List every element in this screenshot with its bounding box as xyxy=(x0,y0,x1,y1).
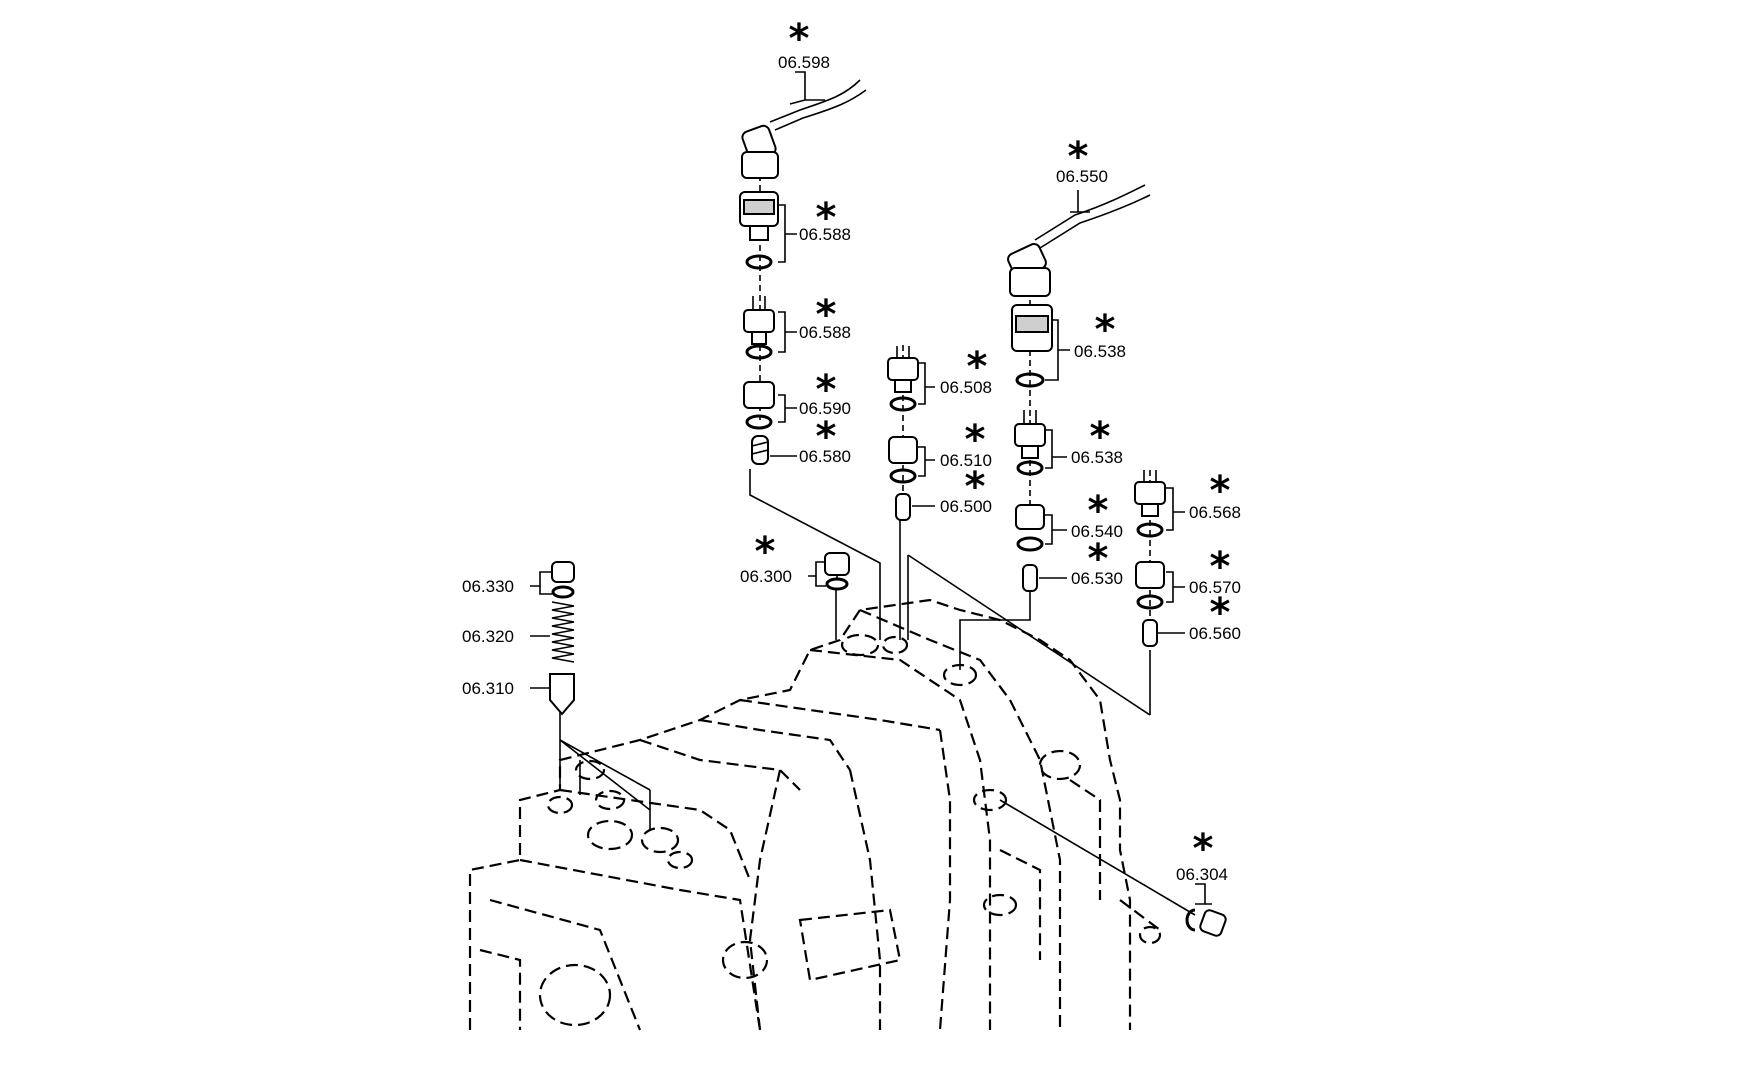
asterisk-mark: * xyxy=(967,344,988,390)
asterisk-mark: * xyxy=(816,414,837,460)
part-number-label: 06.588 xyxy=(799,323,851,342)
callout-06-590: * 06.590 xyxy=(799,367,851,418)
part-number-label: 06.580 xyxy=(799,447,851,466)
transmission-housing xyxy=(468,598,1162,1031)
part-number-label: 06.330 xyxy=(462,577,514,596)
asterisk-mark: * xyxy=(1210,544,1231,590)
callout-06-510: * 06.510 xyxy=(940,417,992,470)
part-plug-300 xyxy=(824,552,850,591)
callout-06-580: * 06.580 xyxy=(799,414,851,466)
part-number-label: 06.538 xyxy=(1071,448,1123,467)
leader-lines xyxy=(530,71,1212,905)
callout-06-550: * 06.550 xyxy=(1056,134,1108,186)
callout-06-304: * 06.304 xyxy=(1176,826,1228,884)
asterisk-mark: * xyxy=(965,464,986,510)
part-plug-330 xyxy=(551,561,575,599)
callout-06-300: * 06.300 xyxy=(740,529,792,586)
connection-lines xyxy=(559,175,1196,916)
callout-06-588-a: * 06.588 xyxy=(799,195,851,244)
part-sensor-538-upper xyxy=(1011,304,1053,388)
asterisk-mark: * xyxy=(1210,468,1231,514)
asterisk-mark: * xyxy=(816,367,837,413)
callout-06-500: * 06.500 xyxy=(940,464,992,516)
asterisk-mark: * xyxy=(755,529,776,575)
part-number-label: 06.598 xyxy=(778,53,830,72)
part-number-label: 06.320 xyxy=(462,627,514,646)
part-number-label: 06.500 xyxy=(940,497,992,516)
callout-06-330: 06.330 xyxy=(462,577,514,596)
callout-06-598: * 06.598 xyxy=(778,16,830,72)
callout-06-560: * 06.560 xyxy=(1189,590,1241,643)
part-pin-580 xyxy=(751,435,769,465)
asterisk-mark: * xyxy=(789,16,810,62)
part-number-label: 06.550 xyxy=(1056,167,1108,186)
part-number-label: 06.568 xyxy=(1189,503,1241,522)
part-pin-560 xyxy=(1142,619,1158,647)
part-sensor-588-lower xyxy=(743,296,775,360)
asterisk-mark: * xyxy=(1193,826,1214,872)
part-spring-320 xyxy=(551,601,575,663)
asterisk-mark: * xyxy=(816,195,837,241)
asterisk-mark: * xyxy=(1095,307,1116,353)
callout-06-538-b: * 06.538 xyxy=(1071,414,1123,467)
part-plug-570 xyxy=(1135,561,1165,610)
part-number-label: 06.304 xyxy=(1176,865,1228,884)
part-number-label: 06.538 xyxy=(1074,342,1126,361)
callout-06-538-a: * 06.538 xyxy=(1074,307,1126,361)
part-pin-500 xyxy=(895,493,911,521)
part-number-label: 06.570 xyxy=(1189,578,1241,597)
asterisk-mark: * xyxy=(816,292,837,338)
callout-labels: * 06.598 * 06.588 * 06.588 * 06.590 * 06… xyxy=(462,16,1241,884)
part-cable-connector-550 xyxy=(1007,184,1151,297)
part-sensor-508 xyxy=(887,346,919,412)
part-plug-510 xyxy=(888,436,918,484)
asterisk-mark: * xyxy=(965,417,986,463)
callout-06-568: * 06.568 xyxy=(1189,468,1241,522)
part-number-label: 06.310 xyxy=(462,679,514,698)
part-plug-590 xyxy=(743,381,775,430)
part-pin-530 xyxy=(1022,564,1038,592)
asterisk-mark: * xyxy=(1068,134,1089,180)
asterisk-mark: * xyxy=(1088,536,1109,582)
callout-06-310: 06.310 xyxy=(462,679,514,698)
callout-06-588-b: * 06.588 xyxy=(799,292,851,342)
part-sensor-538-lower xyxy=(1014,410,1046,476)
part-number-label: 06.508 xyxy=(940,378,992,397)
asterisk-mark: * xyxy=(1090,414,1111,460)
callout-06-530: * 06.530 xyxy=(1071,536,1123,588)
callout-06-320: 06.320 xyxy=(462,627,514,646)
part-number-label: 06.300 xyxy=(740,567,792,586)
part-number-label: 06.530 xyxy=(1071,569,1123,588)
part-sensor-588-upper xyxy=(739,191,779,270)
asterisk-mark: * xyxy=(1088,488,1109,534)
part-number-label: 06.590 xyxy=(799,399,851,418)
part-pin-310 xyxy=(549,673,575,716)
part-number-label: 06.510 xyxy=(940,451,992,470)
part-number-label: 06.588 xyxy=(799,225,851,244)
part-number-label: 06.560 xyxy=(1189,624,1241,643)
callout-06-540: * 06.540 xyxy=(1071,488,1123,541)
part-drain-plug-304 xyxy=(1185,908,1227,937)
callout-06-570: * 06.570 xyxy=(1189,544,1241,597)
part-sensor-568 xyxy=(1134,470,1166,538)
part-cable-connector-598 xyxy=(741,79,867,179)
callout-06-508: * 06.508 xyxy=(940,344,992,397)
part-number-label: 06.540 xyxy=(1071,522,1123,541)
part-plug-540 xyxy=(1015,504,1045,552)
asterisk-mark: * xyxy=(1210,590,1231,636)
